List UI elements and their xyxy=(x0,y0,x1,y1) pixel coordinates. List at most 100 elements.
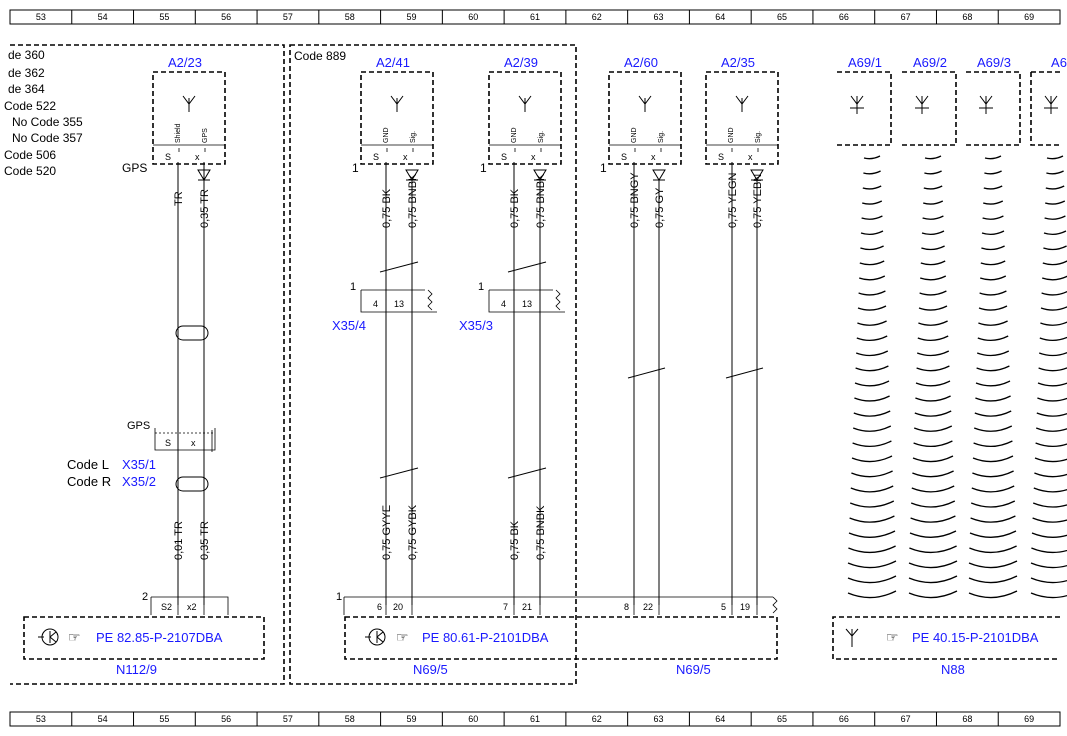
module-n69: ☞ PE 80.61-P-2101DBA N69/5 N69/5 xyxy=(344,616,778,677)
pin-label: 13 xyxy=(394,299,404,309)
tv-antenna-icon xyxy=(850,95,864,114)
signal-arrows xyxy=(197,169,764,181)
pin-label: x xyxy=(748,152,753,162)
gps-label: GPS xyxy=(122,161,147,175)
wires xyxy=(177,162,764,605)
wire-label: 0,01 TR xyxy=(173,521,185,560)
wire-label: 0,75 YEGN xyxy=(727,173,739,228)
antenna-icon xyxy=(735,95,749,112)
pin-name: GND xyxy=(383,127,390,143)
ruler-cell: 57 xyxy=(283,12,293,22)
ruler-cell: 63 xyxy=(654,12,664,22)
ribbon-cable-arcs xyxy=(847,155,1067,599)
antenna-icon xyxy=(390,95,404,112)
tv-antenna-icon xyxy=(979,95,993,114)
wire-label: 0,35 TR xyxy=(199,189,211,228)
ruler-cell: 61 xyxy=(530,714,540,724)
pin-label: 21 xyxy=(522,602,532,612)
connector-x35-4: 1 4 13 X35/4 xyxy=(332,281,437,333)
ruler-cell: 59 xyxy=(406,12,416,22)
wire-label: 0,75 GY xyxy=(654,187,666,228)
module-name: N69/5 xyxy=(413,662,448,677)
code-889-boundary xyxy=(289,44,577,685)
pin-label: x xyxy=(531,152,536,162)
code-item: de 364 xyxy=(8,82,45,96)
ruler-cell: 63 xyxy=(654,714,664,724)
shield-loop-icon xyxy=(175,476,209,492)
gps-label: GPS xyxy=(127,420,150,432)
ruler-cell: 54 xyxy=(98,12,108,22)
ruler-cell: 69 xyxy=(1024,714,1034,724)
a69-box: A6 xyxy=(1030,55,1067,146)
a69-box: A69/3 xyxy=(966,55,1021,146)
pin-name: GND xyxy=(511,127,518,143)
antenna-id: A2/23 xyxy=(168,55,202,70)
pin-label: S xyxy=(718,152,724,162)
pin-label: x xyxy=(651,152,656,162)
ref-number: 1 xyxy=(600,161,607,175)
ruler-cell: 68 xyxy=(962,12,972,22)
ruler-cell: 69 xyxy=(1024,12,1034,22)
pin-label: S xyxy=(621,152,627,162)
antenna-id: A2/39 xyxy=(504,55,538,70)
ruler-cell: 66 xyxy=(839,12,849,22)
tv-antenna-icon xyxy=(915,95,929,114)
code-item: de 362 xyxy=(8,66,45,80)
antenna-id: A2/41 xyxy=(376,55,410,70)
module-name: N112/9 xyxy=(116,662,157,677)
x35-3-label: X35/3 xyxy=(459,318,493,333)
ruler-cell: 56 xyxy=(221,12,231,22)
pin-label: 19 xyxy=(740,602,750,612)
a69-id: A69/1 xyxy=(848,55,882,70)
ruler-cell: 56 xyxy=(221,714,231,724)
code-item: Code 506 xyxy=(4,148,56,162)
ruler-cell: 67 xyxy=(901,714,911,724)
pin-label: x xyxy=(195,152,200,162)
pin-label: S2 xyxy=(161,602,172,612)
pin-name: GND xyxy=(631,127,638,143)
pin-name: Shield xyxy=(175,123,182,143)
code-item: de 360 xyxy=(8,48,45,62)
ruler-cell: 64 xyxy=(715,714,725,724)
ruler-cell: 58 xyxy=(345,12,355,22)
antenna-icon xyxy=(638,95,652,112)
ruler-cell: 61 xyxy=(530,12,540,22)
ruler-cell: 54 xyxy=(98,714,108,724)
ruler-cell: 60 xyxy=(468,714,478,724)
pointer-hand-icon: ☞ xyxy=(396,629,409,645)
ruler-cell: 66 xyxy=(839,714,849,724)
pin-label: S xyxy=(501,152,507,162)
antenna-icon xyxy=(182,95,196,112)
code-r-label: Code R xyxy=(67,474,111,489)
ref-number: 1 xyxy=(352,161,359,175)
pin-label: S xyxy=(373,152,379,162)
wire-label: 0,75 BK xyxy=(509,520,521,560)
a69-id: A6 xyxy=(1051,55,1067,70)
code-l-label: Code L xyxy=(67,457,109,472)
gps-inline-connector: S x xyxy=(154,428,216,452)
wire-label: 0,75 BK xyxy=(381,188,393,228)
module-name: N69/5 xyxy=(676,662,711,677)
ruler-cell: 58 xyxy=(345,714,355,724)
pin-label: 7 xyxy=(503,602,508,612)
a69-box: A69/2 xyxy=(902,55,957,146)
pin-name: GPS xyxy=(202,128,209,143)
pin-label: 4 xyxy=(501,299,506,309)
pin-label: 13 xyxy=(522,299,532,309)
wire-label: 0,35 TR xyxy=(199,521,211,560)
antenna-id: A2/60 xyxy=(624,55,658,70)
code-item: No Code 355 xyxy=(12,115,83,129)
pin-label: x xyxy=(403,152,408,162)
a69-id: A69/3 xyxy=(977,55,1011,70)
pin-name: Sig. xyxy=(410,131,417,143)
x35-4-label: X35/4 xyxy=(332,318,366,333)
wire-label: 0,75 BNBK xyxy=(535,505,547,560)
ruler-cell: 67 xyxy=(901,12,911,22)
